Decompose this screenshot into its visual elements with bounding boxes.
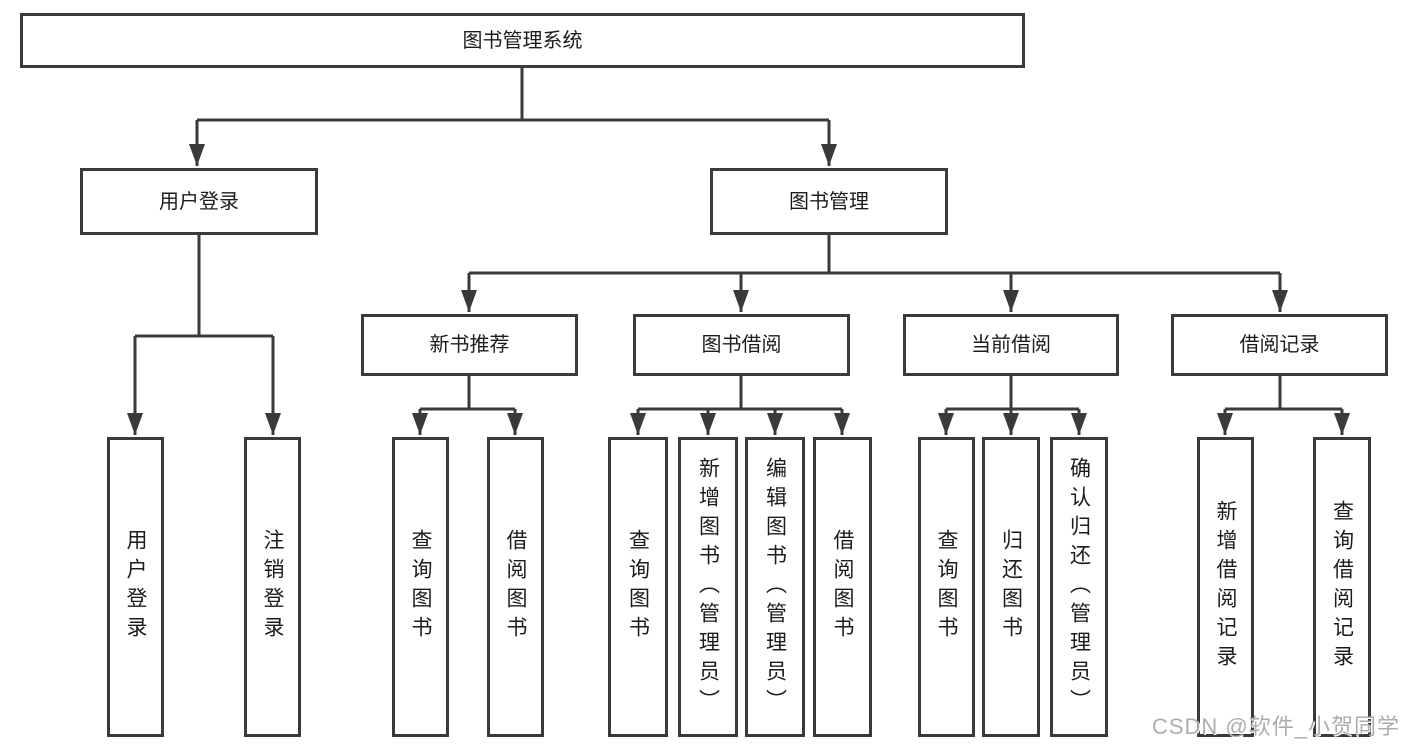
node-user-login: 用户登录 [80,168,318,235]
node-add-books-admin: 新增图书（管理员） [678,437,738,737]
node-add-borrow-record: 新增借阅记录 [1197,437,1254,737]
node-new-book-recommend: 新书推荐 [361,314,578,376]
edge-new-book-children [412,376,523,435]
edge-current-borrow-children [938,376,1087,435]
node-confirm-return-admin: 确认归还（管理员） [1050,437,1108,737]
node-borrow-books-1: 借阅图书 [487,437,544,737]
node-user-login-leaf: 用户登录 [107,437,164,737]
node-borrow-books-2: 借阅图书 [813,437,872,737]
node-query-books-1: 查询图书 [392,437,449,737]
node-current-borrow: 当前借阅 [903,314,1119,376]
node-borrow-records: 借阅记录 [1171,314,1388,376]
node-book-management: 图书管理 [710,168,948,235]
node-query-books-2: 查询图书 [608,437,668,737]
edge-book-mgmt-to-level3 [461,235,1288,312]
node-library-management-system: 图书管理系统 [20,13,1025,68]
node-book-borrow: 图书借阅 [633,314,850,376]
edge-root-to-level2 [189,68,837,166]
edge-book-borrow-children [630,376,850,435]
edge-borrow-records-children [1217,376,1350,435]
node-return-books: 归还图书 [982,437,1040,737]
node-logout-leaf: 注销登录 [244,437,301,737]
node-query-borrow-record: 查询借阅记录 [1313,437,1371,737]
edge-user-login-children [127,235,281,435]
node-query-books-3: 查询图书 [918,437,975,737]
node-edit-books-admin: 编辑图书（管理员） [745,437,805,737]
